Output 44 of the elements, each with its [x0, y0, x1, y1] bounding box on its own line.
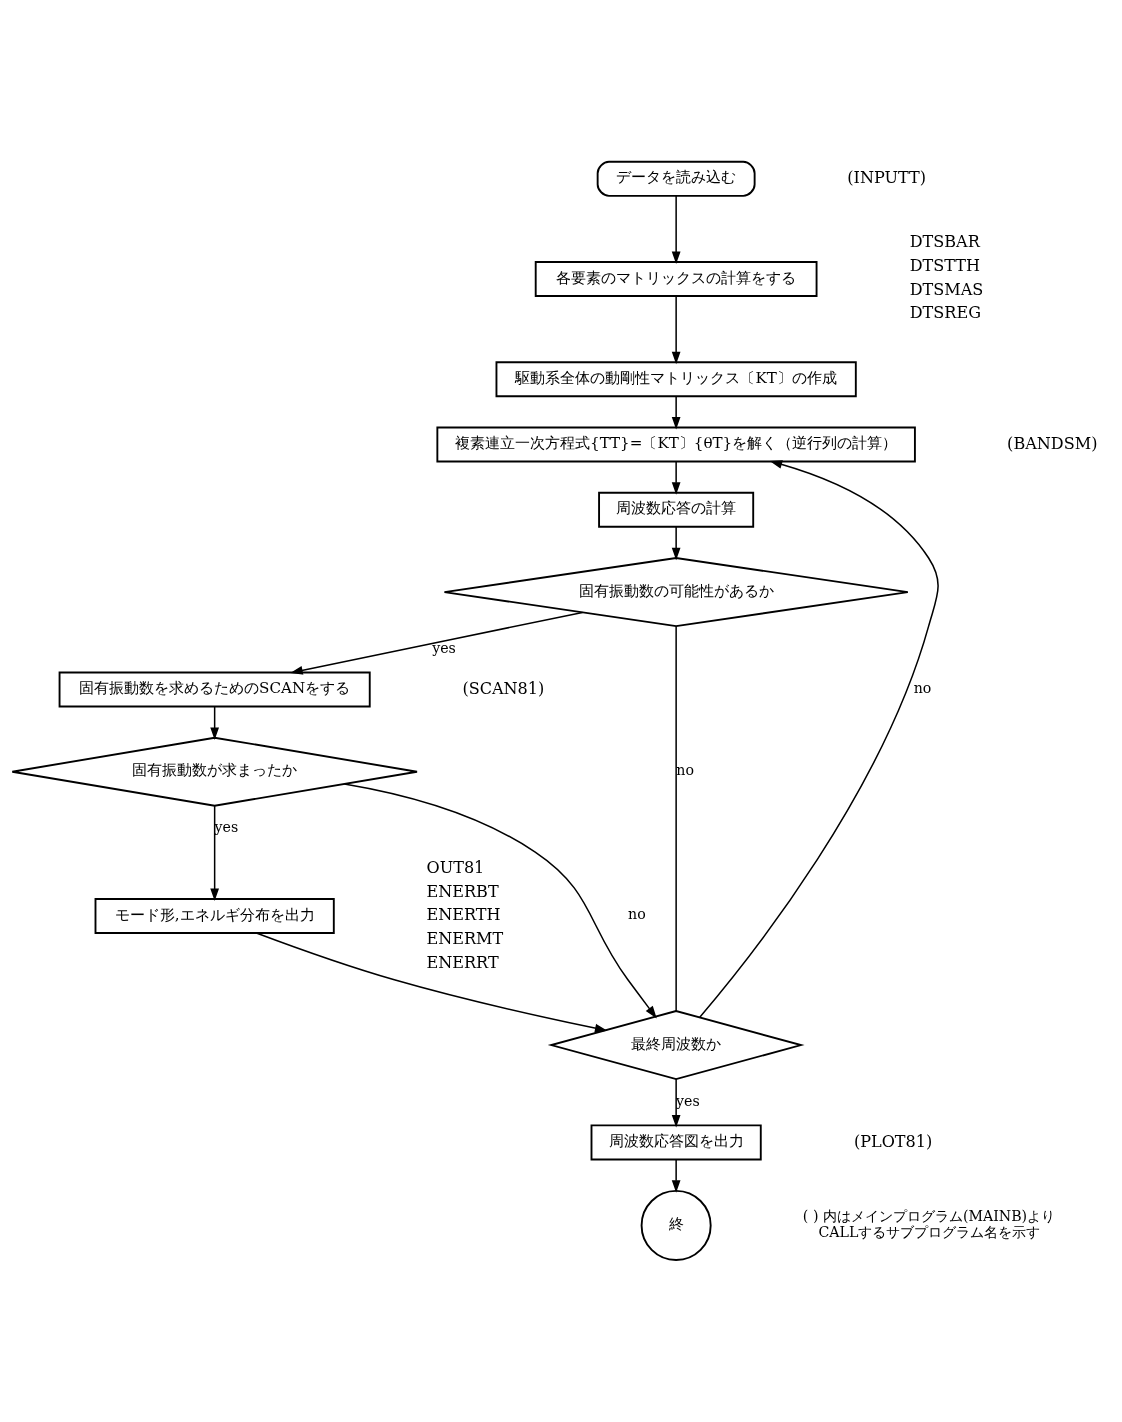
label: (INPUTT) [847, 168, 927, 188]
node-label: ENERRT [426, 952, 499, 972]
node-box: 各要素のマトリックスの計算をする [534, 261, 818, 297]
node-label: ENERMT [426, 928, 504, 948]
edge-label: yes [432, 639, 456, 656]
edge-label: no [628, 906, 646, 923]
edge-label: yes [214, 819, 239, 836]
arrow [671, 295, 681, 365]
node-label: ENERTH [426, 905, 501, 925]
label: ( ) 内はメインプログラム(MAINB)より CALLするサブプログラム名を示す [802, 1207, 1056, 1240]
arrow [290, 611, 584, 675]
arrow [671, 526, 681, 561]
arrow [671, 1159, 681, 1193]
label: DTSBAR [909, 232, 980, 252]
label: DTSMAS [909, 279, 984, 299]
node-label: ENERBT [426, 881, 499, 901]
node-box: 駆動系全体の動剛性マトリックス〔KT〕の作成 [495, 361, 857, 398]
label: DTSREG [909, 303, 981, 323]
arrow [343, 783, 657, 1019]
node-diamond: 固有振動数が求まったか [11, 736, 418, 807]
node-box: 複素連立一次方程式{TT}=〔KT〕{θT}を解く（逆行列の計算） [436, 426, 916, 463]
connector [675, 625, 677, 1012]
arrow [671, 1078, 681, 1128]
arrow [210, 705, 220, 740]
edge-label: no [913, 679, 932, 696]
node-box: モード形,エネルギ分布を出力 [94, 898, 335, 934]
arrow [671, 395, 681, 430]
node-box: 周波数応答図を出力 [590, 1124, 762, 1161]
label: (SCAN81) [462, 678, 545, 698]
label: (BANDSM) [1007, 433, 1098, 453]
arrow [210, 805, 220, 901]
arrow [699, 460, 939, 1018]
node-diamond: 最終周波数か [547, 1010, 805, 1081]
node-diamond: 固有振動数の可能性があるか [443, 557, 909, 628]
node-box: 固有振動数を求めるためのSCANをする [58, 671, 371, 708]
label: DTSTTH [909, 256, 981, 276]
node-circle: 終 [640, 1189, 712, 1261]
arrow [255, 932, 608, 1033]
arrow [671, 461, 681, 495]
node-box: データを読み込む [596, 160, 756, 197]
arrow [671, 195, 681, 265]
label: (PLOT81) [853, 1131, 933, 1151]
node-label: OUT81 [426, 858, 485, 878]
node-box: 周波数応答の計算 [598, 491, 755, 528]
